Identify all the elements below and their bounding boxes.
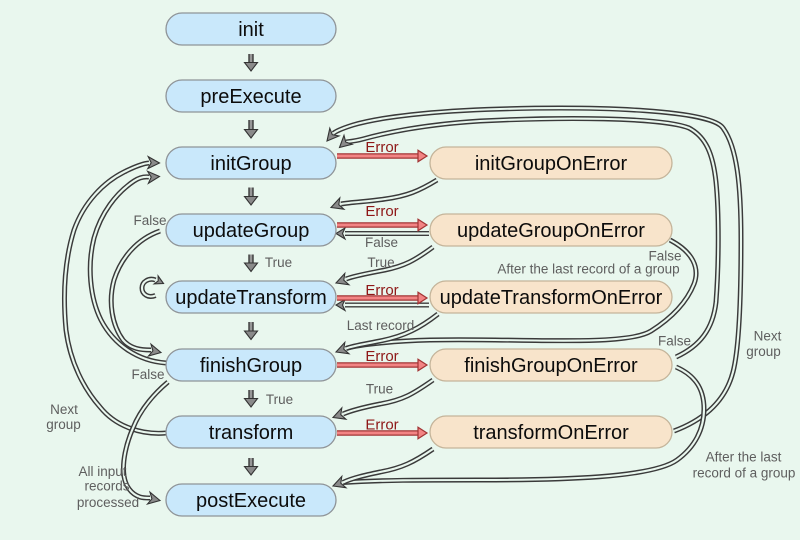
svg-text:False: False bbox=[365, 235, 398, 250]
svg-text:Next: Next bbox=[754, 329, 782, 344]
svg-text:group: group bbox=[46, 417, 81, 432]
svg-text:After the last record of a gro: After the last record of a group bbox=[497, 262, 679, 277]
svg-text:False: False bbox=[131, 367, 164, 382]
svg-text:updateTransform: updateTransform bbox=[175, 287, 327, 309]
svg-text:preExecute: preExecute bbox=[200, 86, 301, 108]
svg-text:records: records bbox=[84, 479, 129, 494]
svg-text:processed: processed bbox=[77, 495, 139, 510]
svg-text:Error: Error bbox=[365, 139, 398, 156]
svg-text:False: False bbox=[133, 213, 166, 228]
svg-text:Error: Error bbox=[365, 282, 398, 299]
svg-text:finishGroupOnError: finishGroupOnError bbox=[464, 355, 638, 377]
svg-text:After the last: After the last bbox=[706, 450, 782, 465]
svg-text:transformOnError: transformOnError bbox=[473, 422, 629, 444]
svg-text:True: True bbox=[366, 382, 393, 397]
svg-text:initGroupOnError: initGroupOnError bbox=[475, 153, 628, 175]
svg-text:postExecute: postExecute bbox=[196, 490, 306, 512]
svg-text:group: group bbox=[746, 344, 781, 359]
svg-text:Error: Error bbox=[365, 203, 398, 220]
svg-text:initGroup: initGroup bbox=[210, 153, 291, 175]
svg-text:transform: transform bbox=[209, 422, 293, 444]
svg-text:Error: Error bbox=[365, 348, 398, 365]
svg-text:Last record: Last record bbox=[347, 318, 415, 333]
svg-text:updateGroup: updateGroup bbox=[193, 220, 310, 242]
svg-text:updateGroupOnError: updateGroupOnError bbox=[457, 220, 645, 242]
svg-text:True: True bbox=[266, 392, 293, 407]
svg-text:True: True bbox=[367, 255, 394, 270]
svg-text:updateTransformOnError: updateTransformOnError bbox=[440, 287, 663, 309]
svg-text:False: False bbox=[648, 249, 681, 264]
svg-text:True: True bbox=[265, 255, 292, 270]
svg-text:Next: Next bbox=[50, 402, 78, 417]
svg-text:finishGroup: finishGroup bbox=[200, 355, 302, 377]
svg-text:init: init bbox=[238, 19, 264, 41]
svg-text:record of a group: record of a group bbox=[693, 466, 796, 481]
svg-text:All input: All input bbox=[78, 464, 126, 479]
svg-text:False: False bbox=[658, 334, 691, 349]
svg-text:Error: Error bbox=[365, 417, 398, 434]
